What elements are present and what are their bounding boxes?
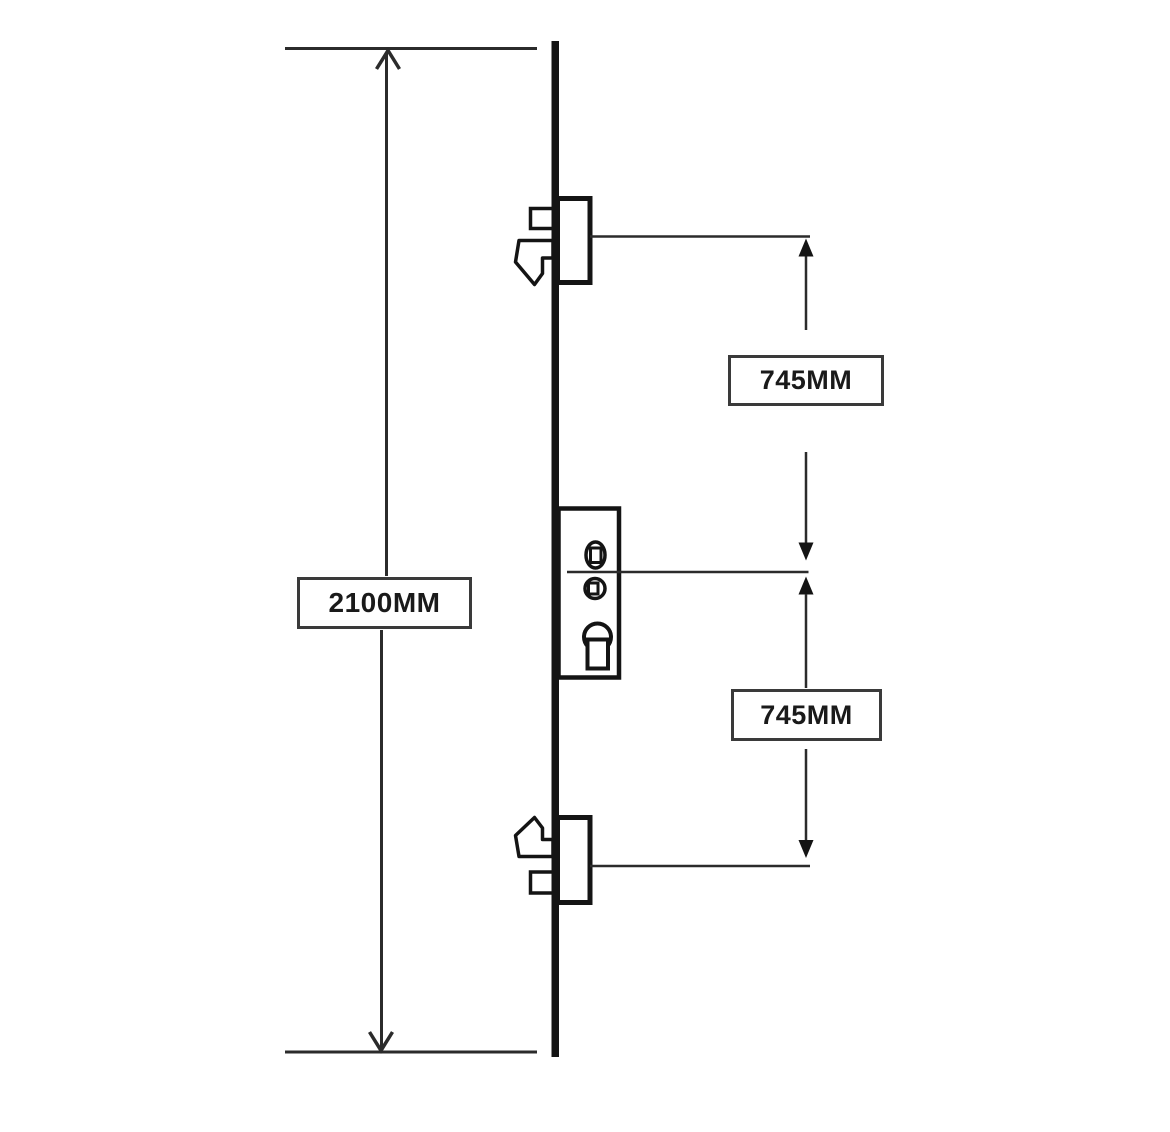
hook-bolt-icon <box>513 815 555 859</box>
total-height-label: 2100MM <box>297 577 472 629</box>
roller-tab-icon <box>528 206 556 231</box>
arrow-up-icon <box>798 238 814 257</box>
lock-case <box>556 506 622 680</box>
keep-box-icon <box>555 815 593 905</box>
total-height-dimension-arrow <box>368 47 401 1054</box>
roller-tab-icon <box>528 870 556 895</box>
keep-box-icon <box>555 196 593 285</box>
faceplate-strip <box>551 41 559 1057</box>
spindle-square-icon <box>587 581 600 596</box>
upper-spacing-label: 745MM <box>728 355 884 406</box>
arrow-down-icon <box>798 840 814 858</box>
latch-follower-slot-icon <box>589 546 603 564</box>
arrow-up-icon <box>375 47 401 70</box>
arrow-down-icon <box>368 1031 394 1054</box>
euro-cylinder-body-icon <box>585 637 610 671</box>
arrow-up-icon <box>798 576 814 595</box>
hook-bolt-icon <box>513 238 555 287</box>
lower-spacing-label: 745MM <box>731 689 882 741</box>
upper-spacing-dimension-arrow <box>798 238 814 561</box>
arrow-down-icon <box>798 542 814 561</box>
lower-spacing-dimension-arrow <box>798 576 814 858</box>
